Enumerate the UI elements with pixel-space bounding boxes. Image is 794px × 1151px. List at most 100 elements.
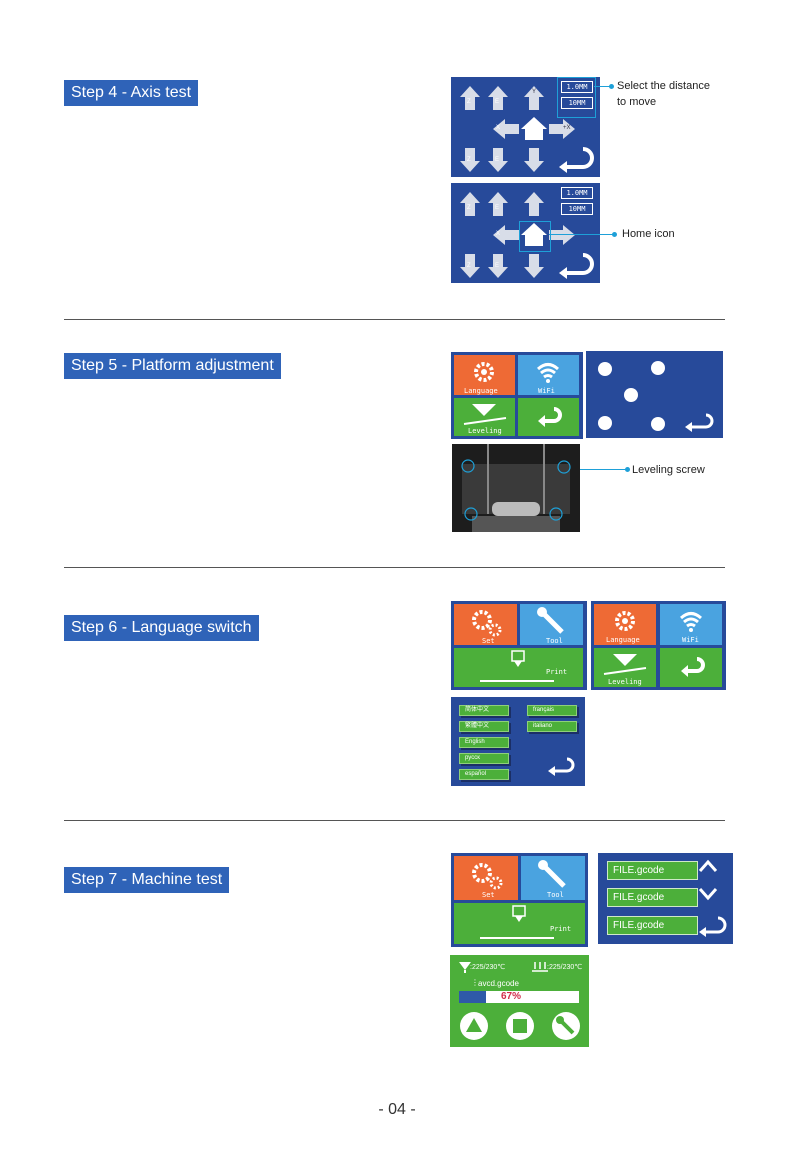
file-list-screen: FILE.gcode FILE.gcode FILE.gcode [598,853,733,944]
progress-text: 67% [501,991,522,1002]
x-right-arrow-icon [549,119,575,139]
leveling-points-screen [586,351,723,438]
leveling-icon [472,404,496,416]
nozzle-icon [511,650,525,662]
print-tile-2[interactable]: Print [454,903,585,944]
distance-annotation-line1: Select the distance [617,80,710,92]
y-down-arrow-icon [524,148,544,172]
leveling-tile[interactable]: Leveling [454,398,515,436]
e-up-arrow-icon [488,86,508,110]
print-tile[interactable]: Print [454,648,583,687]
leveling-screw-2 [557,460,571,474]
set-tile-2[interactable]: Set [454,856,518,900]
home-icon-annotation: Home icon [622,228,675,240]
section-divider [64,567,725,568]
return-icon [681,665,688,677]
level-point-front-left[interactable] [598,362,612,376]
y-up-arrow-icon [524,86,544,110]
level-point-back-left[interactable] [598,416,612,430]
language-option-1[interactable]: 繁體中文 [459,721,509,732]
gear-icon [615,611,635,631]
scroll-down-icon[interactable] [698,888,718,901]
back-tile-2[interactable] [660,648,722,687]
leveling-tile-2[interactable]: Leveling [594,648,656,687]
language-tile[interactable]: Language [454,355,515,395]
file-icon: ⋮ [471,978,479,987]
distance-10mm-button-2[interactable]: 10MM [561,203,593,215]
leveling-screw-annotation: Leveling screw [632,464,705,476]
return-icon[interactable] [541,755,581,779]
scroll-up-icon[interactable] [698,859,718,872]
set-tile[interactable]: Set [454,604,517,645]
nozzle-temp: :225/230℃ [470,964,506,971]
page-number: - 04 - [378,1101,416,1118]
main-menu-screen: Set Tool Print [451,601,587,690]
language-option-4[interactable]: español [459,769,509,780]
distance-annotation-line2: to move [617,96,657,108]
file-item-0[interactable]: FILE.gcode [607,861,698,880]
section-divider [64,319,725,320]
wifi-tile-2[interactable]: WiFi [660,604,722,645]
e-down-arrow-icon [488,148,508,172]
nozzle-temp-icon [459,962,471,973]
step5-title: Step 5 - Platform adjustment [64,353,281,379]
play-icon [466,1018,482,1032]
language-option-3[interactable]: русск [459,753,509,764]
distance-10mm-button[interactable]: 10MM [561,97,593,109]
gear-icon [472,863,492,883]
progress-fill [459,991,486,1003]
leveling-screw-3 [464,507,478,521]
language-option-5[interactable]: français [527,705,577,716]
axis-arrows-graphic-2 [460,192,594,279]
leveling-screw-4 [549,507,563,521]
leveling-icon [613,654,637,666]
axis-test-screen-home: Z E Z E X 1.0MM 10MM [451,183,600,283]
axis-arrows-graphic [460,86,594,173]
wifi-icon [536,363,560,379]
printing-filename: avcd.gcode [478,979,519,988]
z-down-arrow-icon [460,148,480,172]
wifi-icon [679,612,703,628]
distance-1mm-button-2[interactable]: 1.0MM [561,187,593,199]
home-icon-2 [521,223,547,246]
file-item-2[interactable]: FILE.gcode [607,916,698,935]
level-point-back-right[interactable] [651,417,665,431]
back-tile[interactable] [518,398,579,436]
bed-temp-icon [532,962,548,972]
level-point-front-right[interactable] [651,361,665,375]
printing-status-screen: :225/230℃ :225/230℃ ⋮ avcd.gcode 67% [450,955,589,1047]
stop-icon [513,1019,527,1033]
tool-tile[interactable]: Tool [520,604,583,645]
tool-menu-screen: Language WiFi Leveling [451,352,583,439]
x-left-arrow-icon [493,119,519,139]
step4-title: Step 4 - Axis test [64,80,199,106]
section-divider [64,820,725,821]
return-icon[interactable] [699,927,706,937]
gear-icon [474,362,494,382]
main-menu-screen-2: Set Tool Print [451,853,588,947]
language-tile-2[interactable]: Language [594,604,656,645]
wifi-tile[interactable]: WiFi [518,355,579,395]
axis-test-screen: Z E Y Z E X +X 1.0MM 10MM [451,77,600,177]
step7-title: Step 7 - Machine test [64,867,230,893]
nozzle-icon [512,905,526,917]
z-up-arrow-icon [460,86,480,110]
file-item-1[interactable]: FILE.gcode [607,888,698,907]
language-option-0[interactable]: 简体中文 [459,705,509,716]
language-option-2[interactable]: English [459,737,509,748]
printer-bed-photo [452,444,580,532]
tool-tile-2[interactable]: Tool [521,856,585,900]
level-point-center[interactable] [624,388,638,402]
gear-icon [472,610,492,630]
home-icon [521,117,547,140]
home-highlight [519,221,551,252]
distance-highlight [557,77,596,118]
progress-bar: 67% [459,991,579,1003]
tool-menu-screen-2: Language WiFi Leveling [591,601,726,690]
language-option-6[interactable]: italiano [527,721,577,732]
return-icon [559,161,567,173]
return-icon [538,415,545,427]
distance-1mm-button[interactable]: 1.0MM [561,81,593,93]
step6-title: Step 6 - Language switch [64,615,259,641]
leveling-screw-1 [461,459,475,473]
